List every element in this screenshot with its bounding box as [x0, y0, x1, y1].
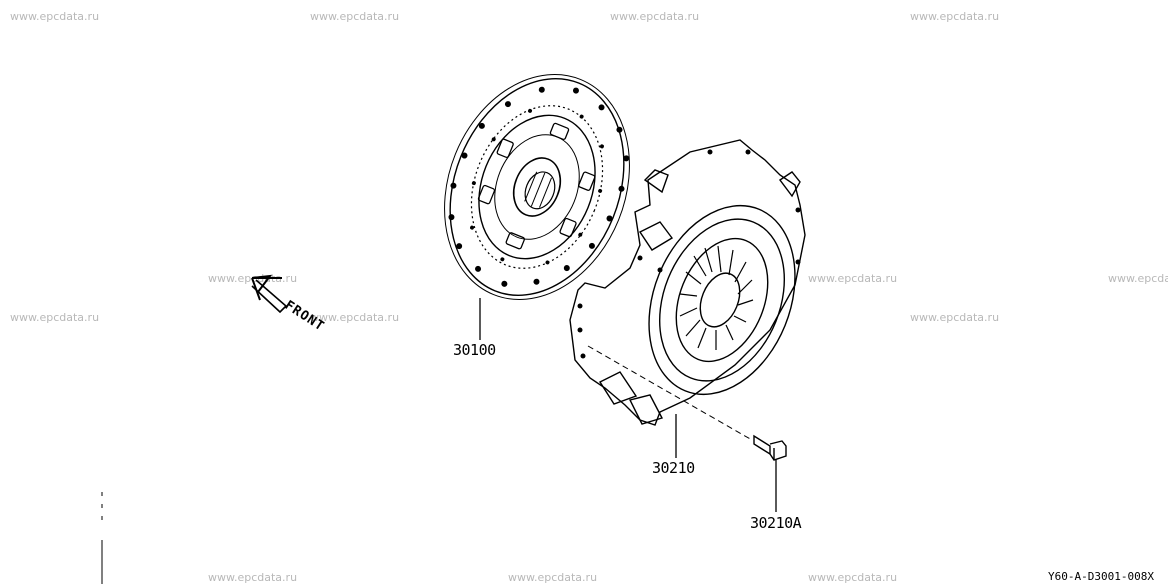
- leader-lines: [479, 298, 777, 512]
- clutch-cover[interactable]: [569, 139, 822, 426]
- part-number-30210A[interactable]: 30210A: [750, 514, 802, 532]
- watermark: www.epcdata.ru: [1108, 272, 1168, 285]
- front-arrow-icon: [251, 274, 288, 314]
- diagram-code: Y60-A-D3001-008X: [1048, 570, 1154, 583]
- part-number-30100[interactable]: 30100: [453, 341, 496, 359]
- watermark: www.epcdata.ru: [310, 10, 400, 23]
- watermark: www.epcdata.ru: [10, 10, 100, 23]
- clutch-disc[interactable]: [412, 46, 662, 327]
- watermark: www.epcdata.ru: [910, 10, 1000, 23]
- watermark: www.epcdata.ru: [208, 571, 298, 584]
- watermark: www.epcdata.ru: [10, 311, 100, 324]
- watermark: www.epcdata.ru: [808, 571, 898, 584]
- watermark: www.epcdata.ru: [910, 311, 1000, 324]
- watermark: www.epcdata.ru: [508, 571, 598, 584]
- watermark: www.epcdata.ru: [808, 272, 898, 285]
- part-number-30210[interactable]: 30210: [652, 459, 695, 477]
- alignment-line: [587, 345, 753, 441]
- bolt[interactable]: [753, 434, 787, 461]
- watermark: www.epcdata.ru: [610, 10, 700, 23]
- watermark: www.epcdata.ru: [310, 311, 400, 324]
